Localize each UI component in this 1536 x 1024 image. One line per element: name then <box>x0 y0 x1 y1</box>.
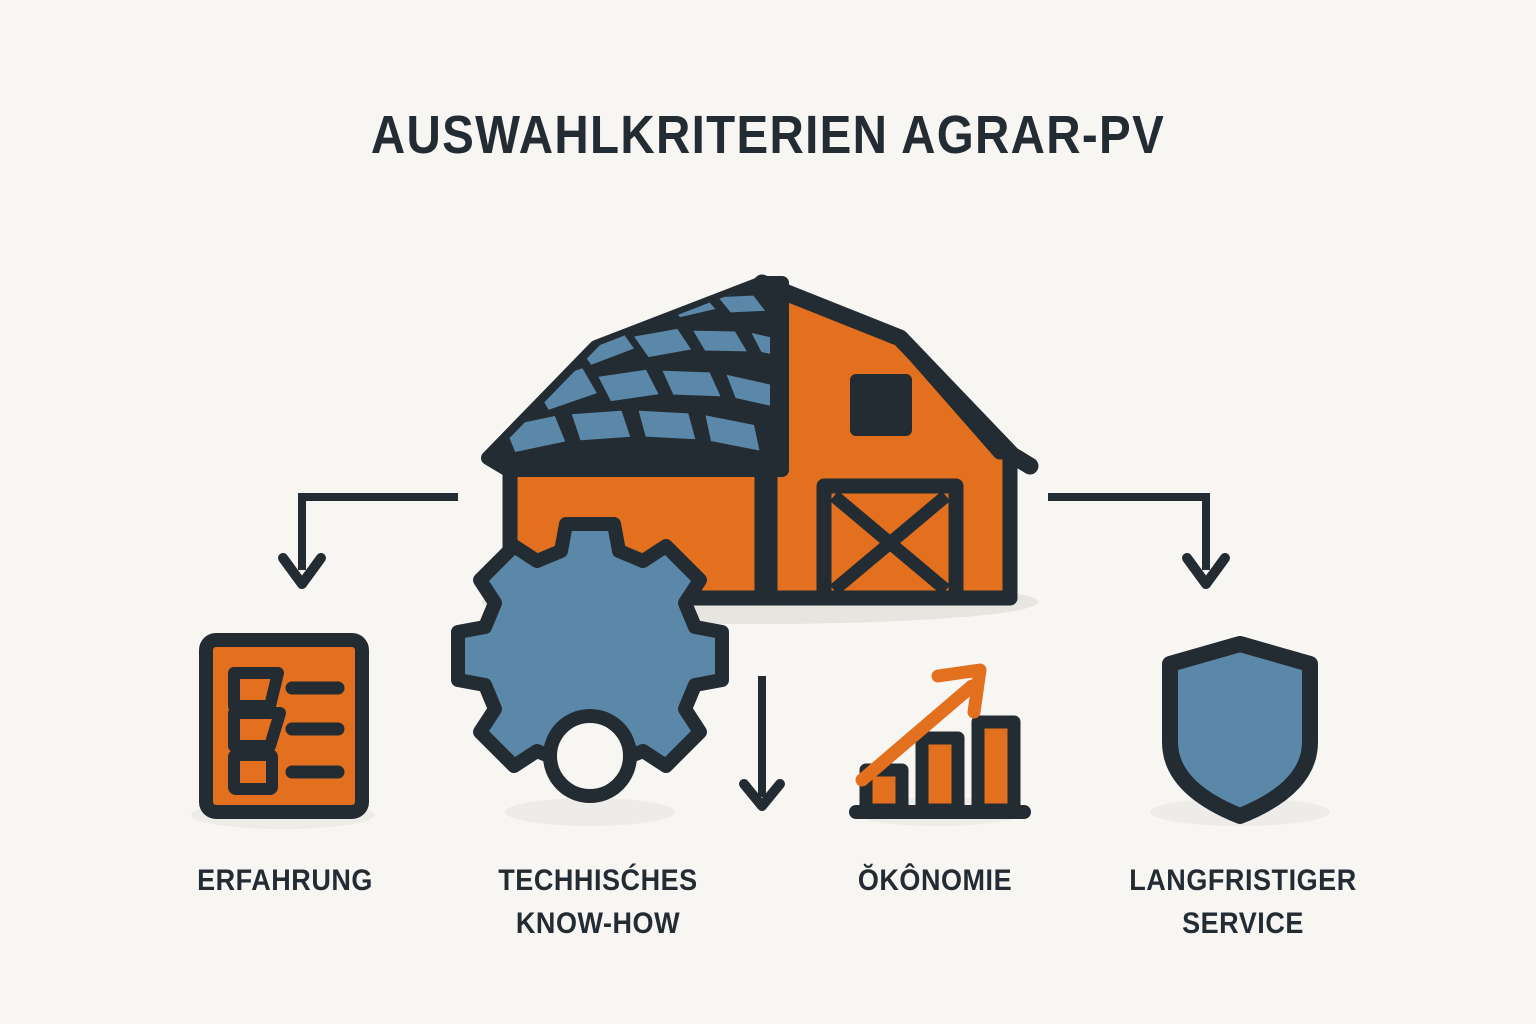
checklist-icon <box>199 633 369 819</box>
solar-panel-row-4 <box>496 403 770 462</box>
bar-2 <box>915 731 965 817</box>
barn-door-brace-b <box>829 491 951 595</box>
connector-left <box>278 493 458 589</box>
roof-base <box>481 276 789 477</box>
barn-window <box>850 374 912 436</box>
growth-arrow-shaft <box>855 679 979 787</box>
connector-right <box>1048 493 1230 589</box>
checklist-shadow <box>191 801 375 829</box>
shield-icon <box>1162 636 1318 824</box>
criteria-label-oekonomie: ŎKÔNOMIE <box>857 864 1013 897</box>
barn-door <box>816 478 964 606</box>
barn-body <box>502 444 1018 606</box>
shield-shadow <box>1150 798 1330 826</box>
barn-gable-right <box>754 275 1018 606</box>
solar-panel-array <box>496 284 770 462</box>
connector-middle <box>739 676 785 811</box>
barn-shadow <box>482 580 1038 624</box>
bar-1 <box>859 763 909 817</box>
roof-ridge-line <box>753 274 1039 475</box>
gear-shadow <box>505 798 675 826</box>
solar-panel-row-3 <box>525 360 770 418</box>
barn-graphic <box>481 274 1039 606</box>
solar-panel-row-2 <box>566 319 770 373</box>
page-title: AUSWAHLKRITERIEN AGRAR-PV <box>370 105 1166 165</box>
solar-panel-row-1 <box>603 284 770 331</box>
bar-chart-growth-icon <box>849 663 1031 819</box>
criteria-label-erfahrung: ERFAHRUNG <box>197 864 373 897</box>
barn-door-brace-a <box>829 491 951 595</box>
bar-chart-shadow <box>850 798 1026 826</box>
bar-3 <box>971 715 1021 817</box>
growth-arrow-head <box>931 663 987 719</box>
gear-icon <box>451 517 729 803</box>
